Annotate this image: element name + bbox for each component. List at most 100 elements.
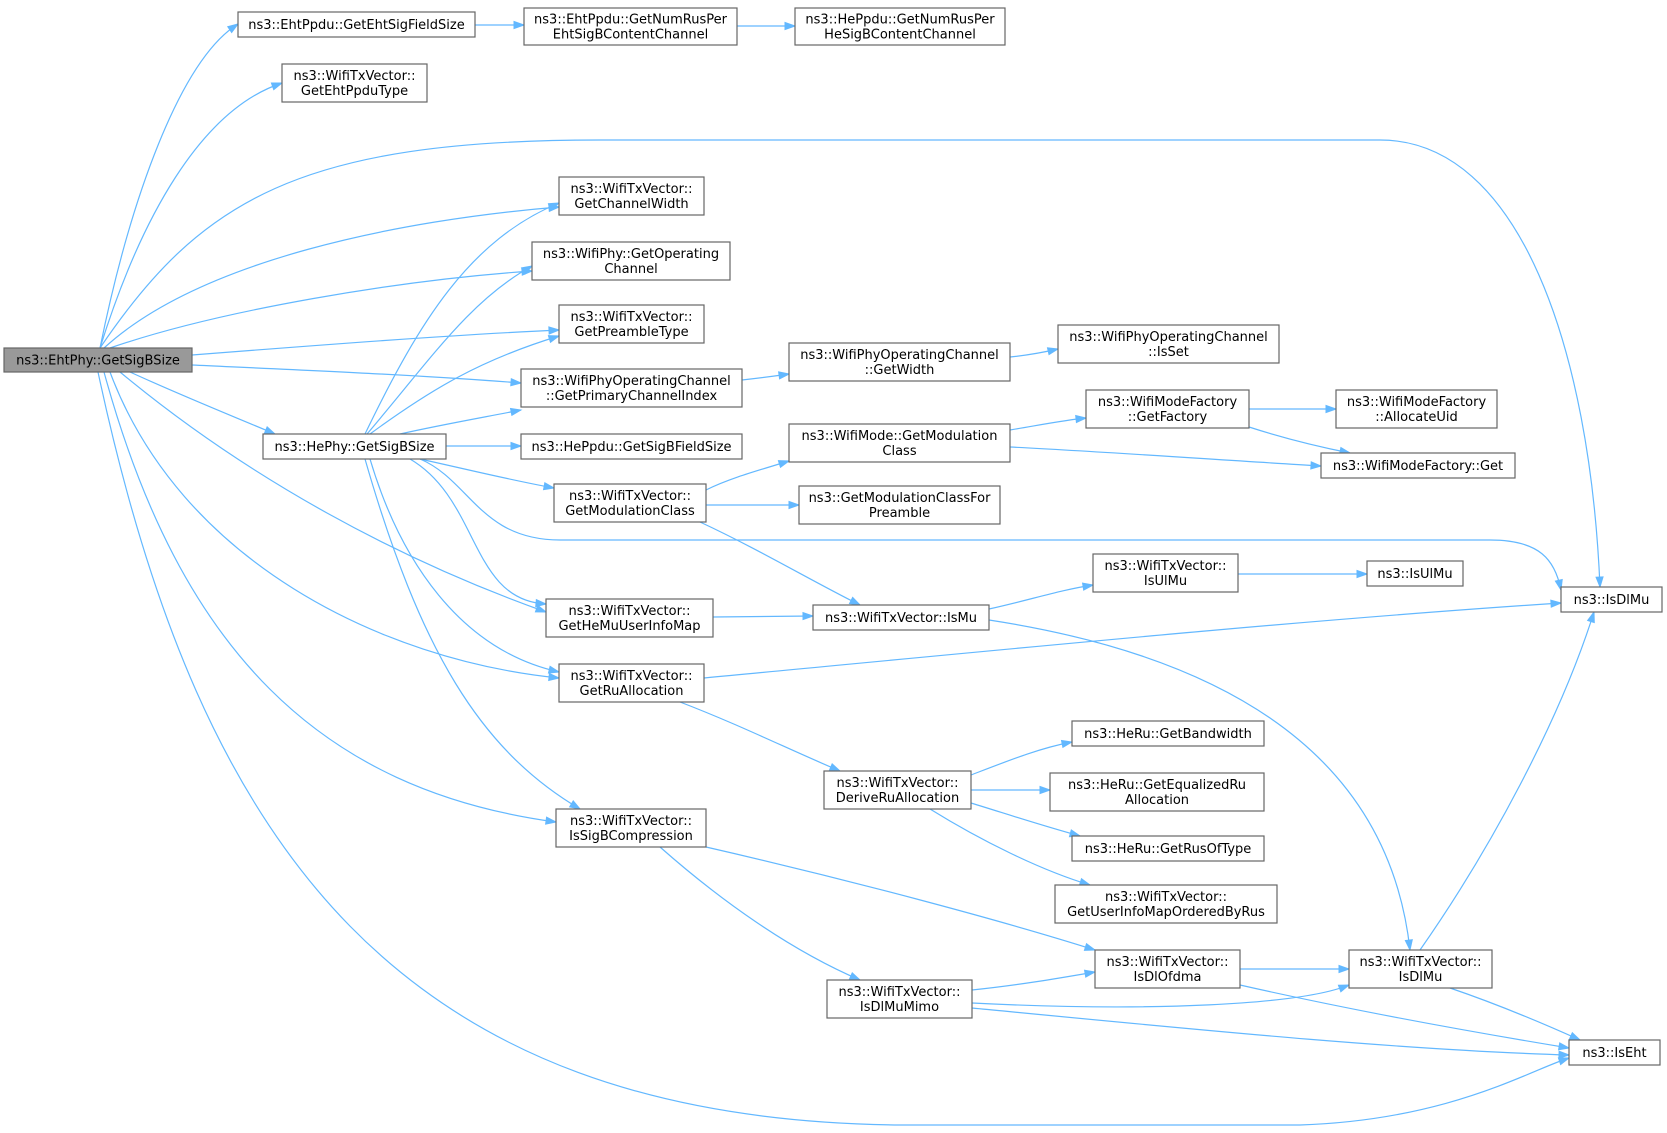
node-label: ns3::WifiTxVector:: [570, 669, 692, 684]
edge-hephy_sigb-to-sigbcomp [364, 458, 582, 810]
edge-root-to-chwidth [103, 203, 561, 349]
node-box [1057, 324, 1280, 364]
node-box [798, 485, 1001, 525]
node-isdlmumimo[interactable]: ns3::WifiTxVector::IsDlMuMimo [826, 979, 973, 1019]
node-box [523, 7, 738, 46]
node-mode_modclass[interactable]: ns3::WifiMode::GetModulationClass [788, 423, 1011, 463]
edge-mode_modclass-to-factoryget [1009, 446, 1323, 470]
node-label: ::IsSet [1148, 345, 1189, 360]
edge-hephy_sigb-to-primidx [399, 407, 523, 435]
node-label: ns3::WifiTxVector::IsMu [825, 611, 977, 626]
node-label: Class [882, 444, 916, 459]
node-eht_numrus[interactable]: ns3::EhtPpdu::GetNumRusPerEhtSigBContent… [523, 7, 738, 46]
node-isdlofdma[interactable]: ns3::WifiTxVector::IsDlOfdma [1094, 949, 1241, 989]
edge-hephy_sigb-to-hemumap [409, 458, 548, 608]
edge-getfactory-to-allocuid [1249, 404, 1338, 414]
node-primidx[interactable]: ns3::WifiPhyOperatingChannel::GetPrimary… [520, 368, 743, 408]
node-label: ns3::HePpdu::GetSigBFieldSize [531, 440, 731, 455]
node-box [788, 423, 1011, 463]
node-allocuid[interactable]: ns3::WifiModeFactory::AllocateUid [1335, 389, 1498, 429]
node-label: IsUlMu [1144, 574, 1187, 589]
node-box [555, 808, 707, 848]
node-label: ns3::WifiPhy::GetOperating [543, 247, 719, 262]
node-label: ns3::HePhy::GetSigBSize [274, 440, 434, 455]
node-tx_modclass[interactable]: ns3::WifiTxVector::GetModulationClass [553, 483, 707, 523]
edge-hemumap-to-ismu [712, 611, 815, 621]
edge-deriveru-to-equalizedru [971, 785, 1052, 795]
node-isulmu[interactable]: ns3::IsUlMu [1366, 560, 1464, 587]
node-getfactory[interactable]: ns3::WifiModeFactory::GetFactory [1085, 389, 1250, 429]
node-factoryget[interactable]: ns3::WifiModeFactory::Get [1320, 452, 1516, 479]
node-box [812, 604, 990, 631]
node-label: ns3::WifiTxVector:: [293, 69, 415, 84]
node-label: IsDlMuMimo [860, 1000, 939, 1015]
node-he_numrus[interactable]: ns3::HePpdu::GetNumRusPerHeSigBContentCh… [794, 7, 1006, 46]
edge-root-to-iseht [97, 371, 1571, 1126]
node-eht_ppdutype[interactable]: ns3::WifiTxVector::GetEhtPpduType [281, 63, 428, 103]
edge-eht_numrus-to-he_numrus [737, 21, 797, 31]
node-label: GetEhtPpduType [301, 84, 408, 99]
node-iseht[interactable]: ns3::IsEht [1568, 1039, 1661, 1066]
edge-mode_modclass-to-getfactory [1009, 414, 1088, 431]
edge-sigbcomp-to-isdlmumimo [659, 846, 862, 981]
node-label: ns3::WifiTxVector:: [1359, 955, 1481, 970]
node-box [1094, 949, 1241, 989]
node-ismu[interactable]: ns3::WifiTxVector::IsMu [812, 604, 990, 631]
edge-tx_modclass-to-mode_modclass [705, 460, 791, 491]
node-label: ns3::WifiModeFactory [1098, 395, 1238, 410]
node-box [558, 176, 705, 216]
node-label: ns3::WifiMode::GetModulation [802, 429, 998, 444]
node-label: GetUserInfoMapOrderedByRus [1067, 905, 1265, 920]
node-label: GetModulationClass [565, 504, 695, 519]
node-eht_sigfield[interactable]: ns3::EhtPpdu::GetEhtSigFieldSize [237, 11, 476, 38]
node-preamble[interactable]: ns3::WifiTxVector::GetPreambleType [558, 304, 705, 344]
node-isulmu_tx[interactable]: ns3::WifiTxVector::IsUlMu [1092, 553, 1239, 593]
node-label: ::GetWidth [865, 363, 935, 378]
edge-hephy_sigb-to-opchan [366, 265, 534, 435]
node-box [1085, 389, 1250, 429]
node-label: ns3::WifiTxVector:: [568, 604, 690, 619]
node-label: DeriveRuAllocation [836, 791, 959, 806]
node-box [1054, 884, 1278, 924]
edge-root-to-hemumap [119, 371, 548, 613]
node-chwidth[interactable]: ns3::WifiTxVector::GetChannelWidth [558, 176, 705, 216]
node-box [794, 7, 1006, 46]
edge-primidx-to-getwidth [741, 371, 791, 381]
node-root[interactable]: ns3::EhtPhy::GetSigBSize [3, 347, 193, 373]
node-box [281, 63, 428, 103]
node-label: IsDlMu [1399, 970, 1443, 985]
node-getwidth[interactable]: ns3::WifiPhyOperatingChannel::GetWidth [788, 342, 1011, 382]
node-label: IsSigBCompression [569, 829, 693, 844]
node-isset[interactable]: ns3::WifiPhyOperatingChannel::IsSet [1057, 324, 1280, 364]
node-box [558, 663, 705, 703]
node-sigbcomp[interactable]: ns3::WifiTxVector::IsSigBCompression [555, 808, 707, 848]
node-isdlmu_tx[interactable]: ns3::WifiTxVector::IsDlMu [1348, 949, 1493, 989]
node-getbandwidth[interactable]: ns3::HeRu::GetBandwidth [1071, 720, 1265, 747]
node-label: GetPreambleType [574, 325, 688, 340]
node-deriveru[interactable]: ns3::WifiTxVector::DeriveRuAllocation [823, 770, 972, 810]
node-hemumap[interactable]: ns3::WifiTxVector::GetHeMuUserInfoMap [545, 598, 714, 638]
node-hephy_sigb[interactable]: ns3::HePhy::GetSigBSize [262, 433, 447, 460]
node-isdlmu[interactable]: ns3::IsDlMu [1560, 586, 1663, 613]
node-label: HeSigBContentChannel [824, 28, 976, 43]
node-rusoftype[interactable]: ns3::HeRu::GetRusOfType [1071, 835, 1265, 862]
nodes-layer: ns3::EhtPhy::GetSigBSize ns3::EhtPpdu::Ge… [3, 7, 1663, 1066]
node-label: ns3::IsUlMu [1377, 567, 1452, 582]
edge-isdlmu_tx-to-isdlmu [1419, 610, 1595, 951]
node-label: ns3::WifiPhyOperatingChannel [1069, 330, 1268, 345]
node-box [1348, 949, 1493, 989]
edge-sigbcomp-to-isdlofdma [705, 846, 1097, 951]
edge-isdlofdma-to-isdlmu_tx [1240, 964, 1351, 974]
node-heppdu_sigb[interactable]: ns3::HePpdu::GetSigBFieldSize [520, 433, 743, 460]
node-label: ns3::HeRu::GetRusOfType [1085, 842, 1252, 857]
node-box [1071, 720, 1265, 747]
node-box [1092, 553, 1239, 593]
node-userinfoordered[interactable]: ns3::WifiTxVector::GetUserInfoMapOrdered… [1054, 884, 1278, 924]
node-box [1049, 772, 1265, 812]
node-ruallocation[interactable]: ns3::WifiTxVector::GetRuAllocation [558, 663, 705, 703]
edge-eht_sigfield-to-eht_numrus [475, 20, 526, 30]
